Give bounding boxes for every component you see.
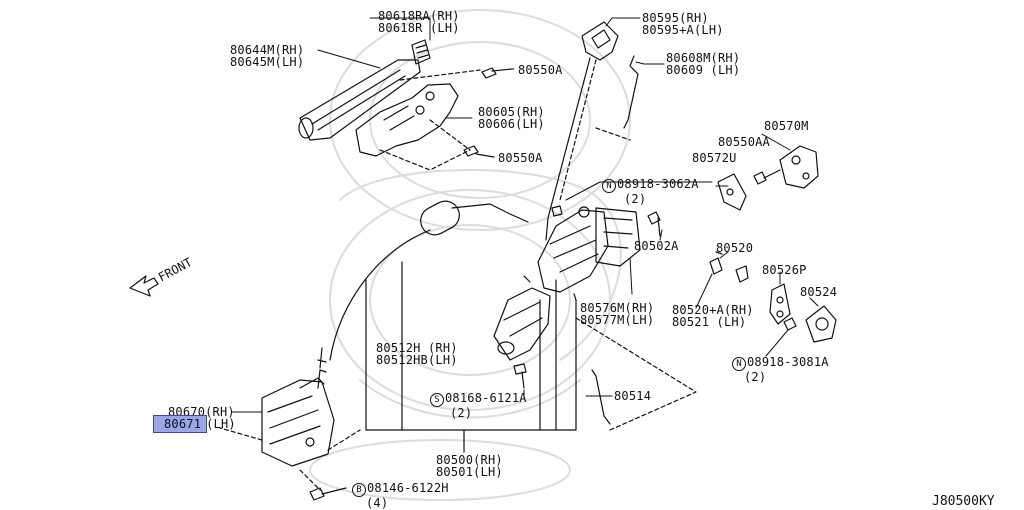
- handle-bracket: [355, 83, 459, 157]
- door-lock-assembly: [261, 369, 335, 467]
- bolt-08146: [309, 487, 347, 501]
- bushing-80520: [709, 251, 749, 283]
- label-80514: 80514: [614, 389, 652, 403]
- diagram-reference: J80500KY: [932, 494, 995, 509]
- leader-lines: [231, 17, 819, 413]
- label-80550a-mid: 80550A: [498, 151, 543, 165]
- nut-08918-3081: [783, 317, 797, 331]
- lock-actuator-80512: [493, 275, 551, 361]
- bolt-80550aa: [753, 169, 781, 185]
- striker-80570: [779, 145, 819, 189]
- label-80670: 80670(RH): [168, 405, 235, 419]
- label-80671[interactable]: 80671(LH): [152, 415, 236, 433]
- rod-80514: [591, 369, 611, 425]
- guide-lines-top: [379, 69, 481, 171]
- striker-80524: [805, 305, 837, 343]
- latch-actuator: [537, 206, 609, 293]
- label-80605: 80605(RH)80606(LH): [478, 105, 545, 131]
- symbol-b-icon: B: [352, 483, 366, 497]
- label-80524: 80524: [800, 285, 838, 299]
- symbol-s-icon: S: [430, 393, 444, 407]
- front-arrow: [129, 275, 159, 297]
- shim-80572: [717, 173, 747, 211]
- label-80595: 80595(RH)80595+A(LH): [642, 11, 724, 37]
- label-80550a-top: 80550A: [518, 63, 563, 77]
- guide-lines-rod: [575, 317, 697, 431]
- guide-lines-center: [559, 59, 631, 201]
- watermark-emblem: [309, 9, 631, 501]
- label-80608: 80608M(RH)80609 (LH): [666, 51, 741, 77]
- symbol-n-icon: N: [732, 357, 746, 371]
- callout-brackets: [365, 261, 577, 453]
- label-80644: 80644M(RH)80645M(LH): [230, 43, 305, 69]
- label-80520: 80520: [716, 241, 754, 255]
- label-80572: 80572U: [692, 151, 737, 165]
- label-80550aa: 80550AA: [718, 135, 770, 149]
- bolt-80550a-top: [481, 67, 513, 79]
- label-80502a: 80502A: [634, 239, 679, 253]
- pad-80526: [769, 283, 791, 325]
- label-80500: 80500(RH)80501(LH): [436, 453, 503, 479]
- label-80526: 80526P: [762, 263, 807, 277]
- label-80576: 80576M(RH)80577M(LH): [580, 301, 655, 327]
- label-80570: 80570M: [764, 119, 809, 133]
- rod-80608: [623, 55, 639, 129]
- outside-handle: [298, 59, 421, 141]
- label-80512: 80512H (RH)80512HB(LH): [376, 341, 458, 367]
- label-80520a: 80520+A(RH)80521 (LH): [672, 303, 754, 329]
- inside-handle: [581, 21, 619, 61]
- nut-08918: [551, 205, 563, 217]
- bolt-80550a-mid: [463, 145, 495, 158]
- cables: [317, 57, 591, 369]
- escutcheon: [411, 39, 431, 65]
- symbol-n-icon: N: [602, 179, 616, 193]
- highlighted-part-number[interactable]: 80671: [152, 415, 208, 433]
- guide-lines-lock: [219, 427, 361, 491]
- screw-08168: [513, 363, 527, 389]
- bolt-80502a: [647, 211, 661, 237]
- label-80618: 80618RA(RH)80618R (LH): [378, 9, 460, 35]
- latch-plate-80576: [595, 207, 641, 267]
